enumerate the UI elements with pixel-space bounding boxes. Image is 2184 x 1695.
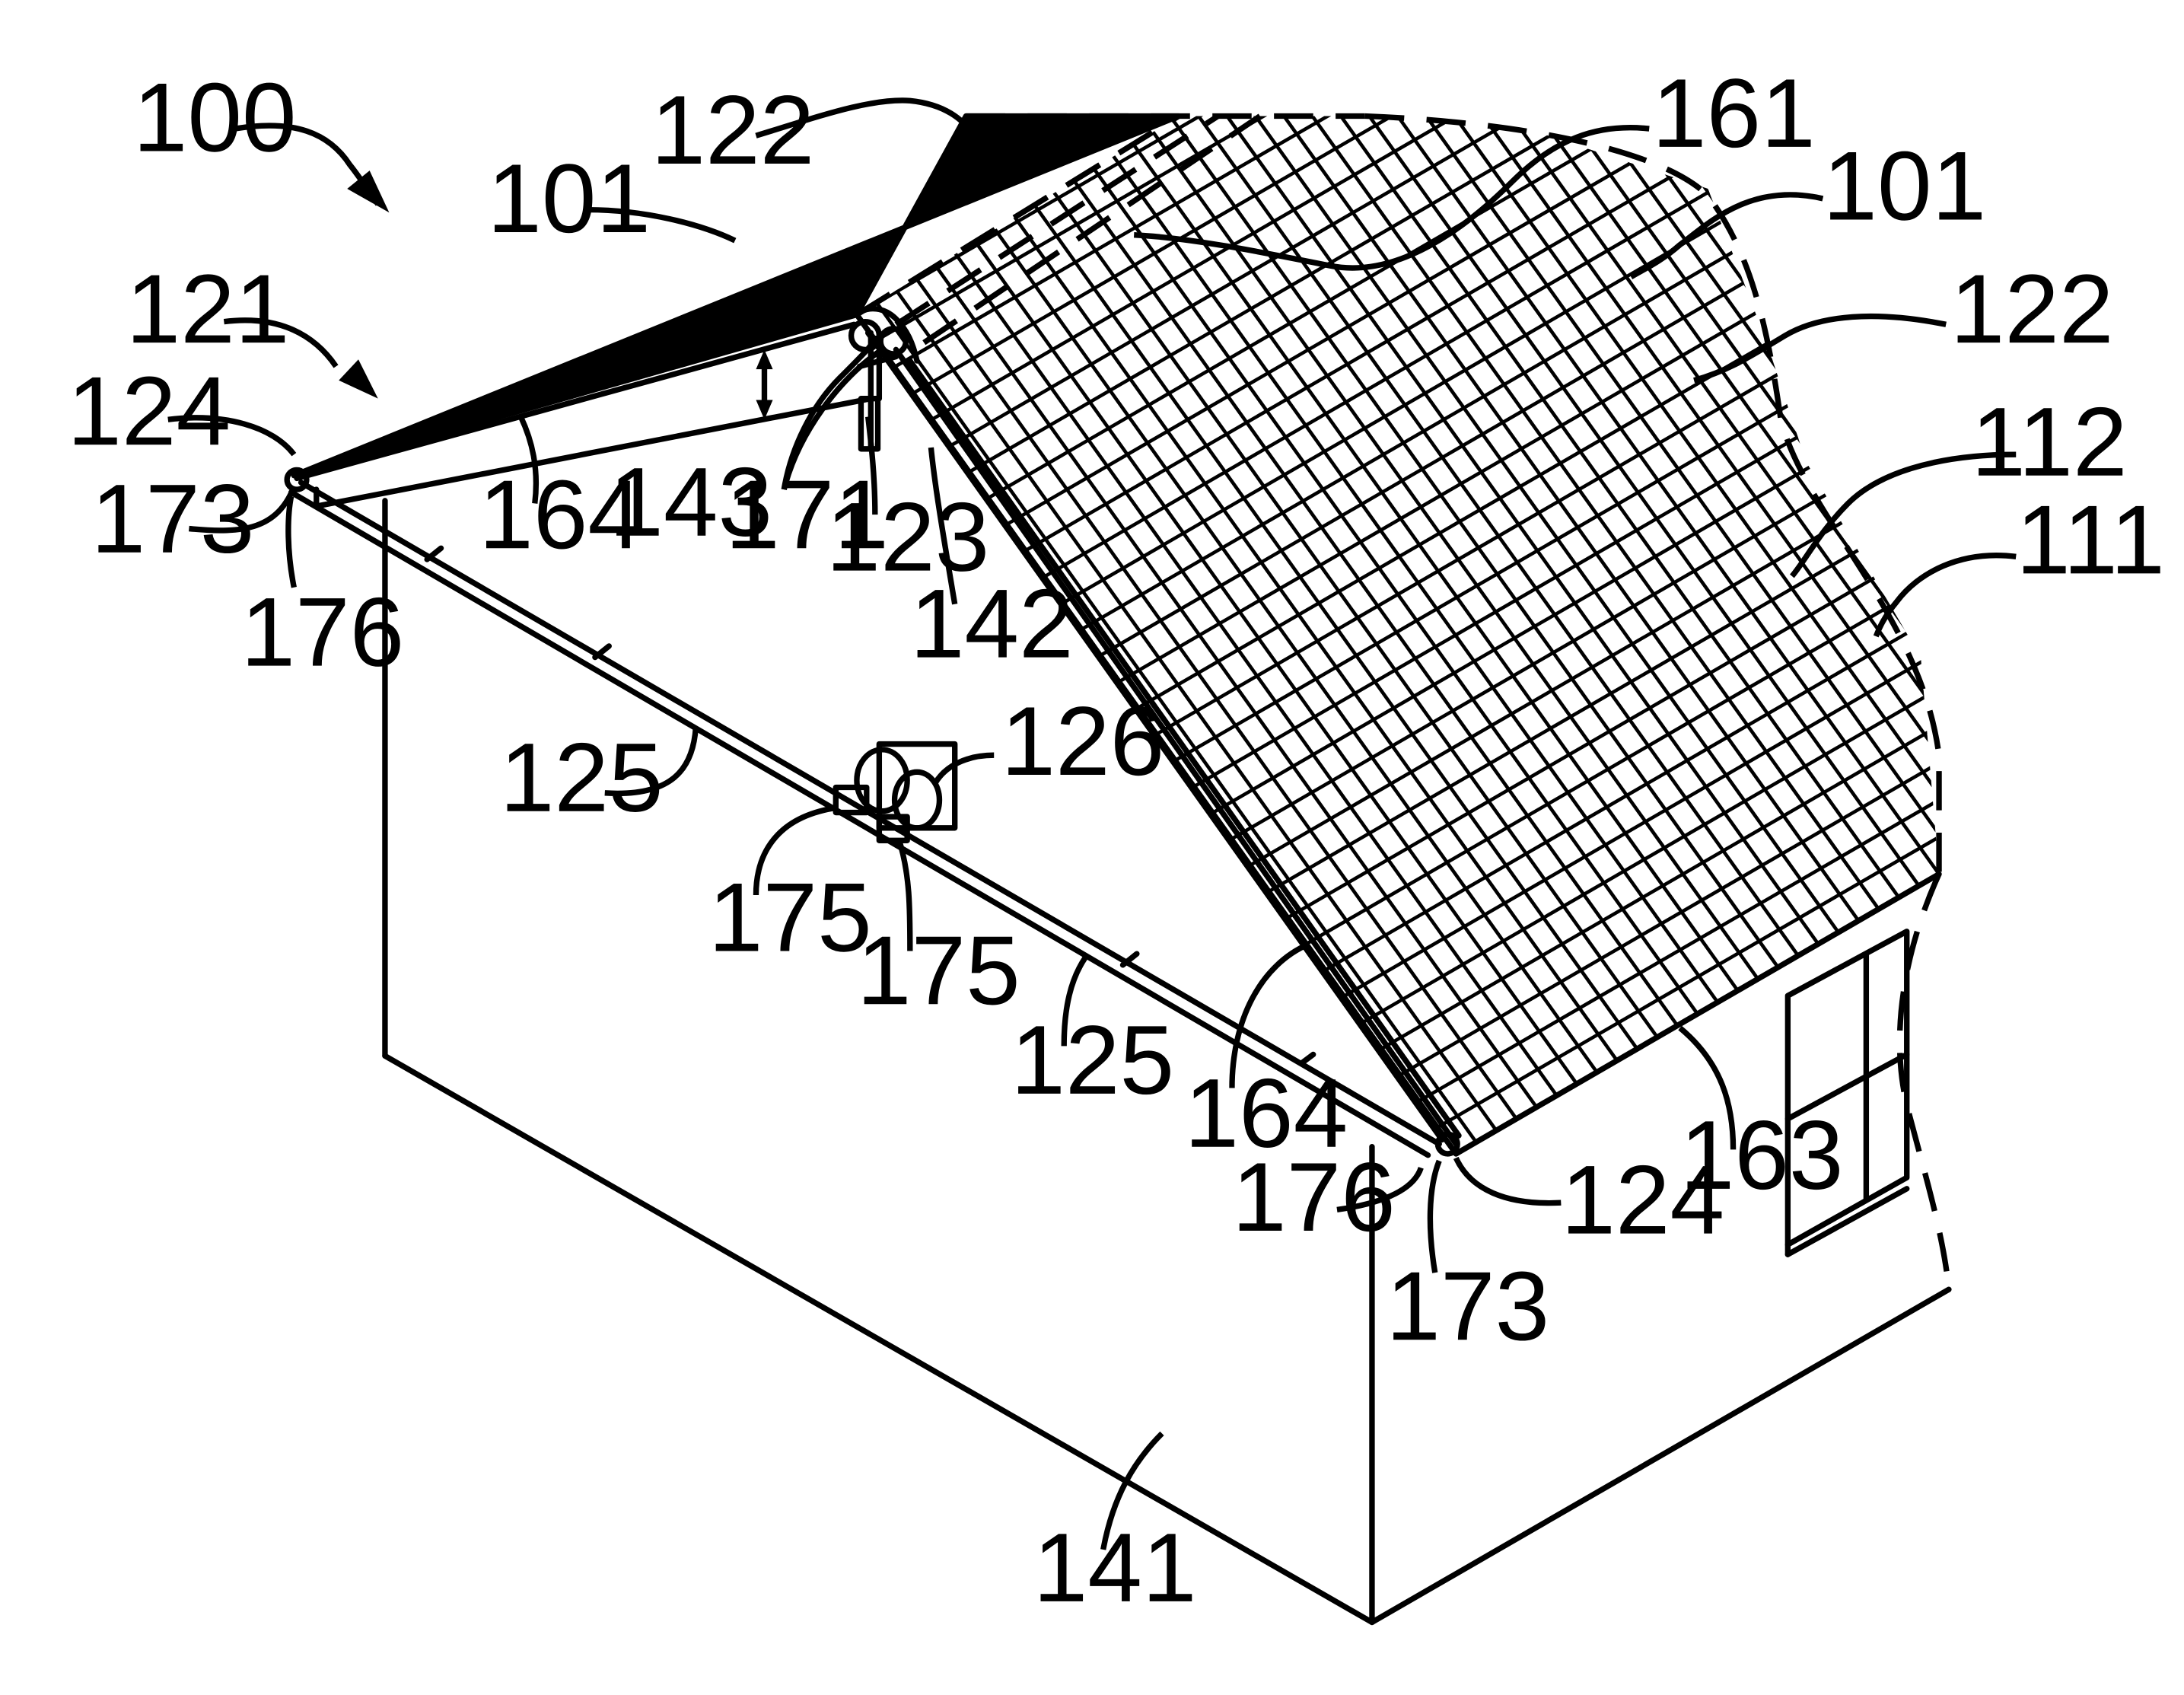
label-125-upper: 125 [500, 723, 664, 833]
label-176-left: 176 [240, 578, 404, 687]
label-125-lower: 125 [1011, 1005, 1174, 1115]
label-175-left: 175 [708, 863, 872, 973]
label-161: 161 [1652, 59, 1816, 168]
label-122-top: 122 [651, 75, 814, 185]
label-142: 142 [910, 569, 1074, 679]
label-111: 111 [2016, 485, 2165, 594]
label-175-right: 175 [857, 916, 1020, 1025]
label-126: 126 [1001, 687, 1164, 796]
motor-assembly [836, 744, 954, 841]
reference-labels: 100 122 161 101 101 121 122 124 112 111 … [67, 59, 2165, 1623]
label-122-right: 122 [1950, 254, 2114, 364]
label-101-left: 101 [487, 144, 651, 253]
label-101-right: 101 [1823, 132, 1986, 241]
double-arrow-143 [756, 349, 772, 419]
label-173-right: 173 [1386, 1251, 1549, 1361]
label-141: 141 [1033, 1513, 1197, 1623]
label-112: 112 [1971, 387, 2127, 497]
label-173-left: 173 [91, 464, 255, 574]
truss-frame [291, 324, 1459, 1155]
label-124-right: 124 [1561, 1145, 1724, 1255]
label-124-left: 124 [67, 356, 231, 466]
label-100: 100 [133, 63, 297, 173]
label-176-right: 176 [1232, 1142, 1396, 1252]
label-121: 121 [126, 254, 290, 364]
